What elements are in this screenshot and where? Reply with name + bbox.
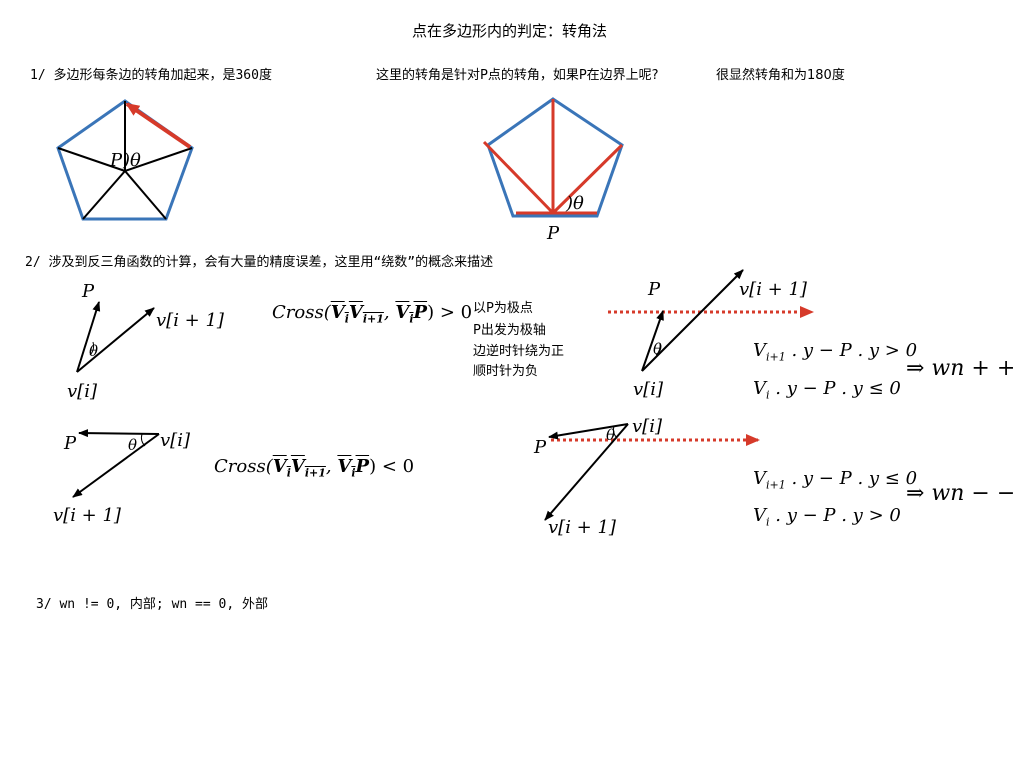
cond-up-2: Vi . y − P . y ≤ 0 <box>753 378 901 402</box>
note-pole: 以P为极点 <box>473 301 533 316</box>
result-decrement: ⇒ wn − − <box>906 481 1016 506</box>
boundary-answer: 很显然转角和为180度 <box>716 68 845 83</box>
note-ccw-positive: 边逆时针绕为正 <box>473 344 565 359</box>
section3-text: 3/ wn != 0, 内部; wn == 0, 外部 <box>36 597 269 612</box>
vector-diagram-cw <box>72 429 160 498</box>
cond-down-2: Vi . y − P . y > 0 <box>753 505 901 529</box>
label-theta-ccw: θ <box>89 342 99 360</box>
label-p-down: P <box>534 437 547 458</box>
note-cw-negative: 顺时针为负 <box>473 364 539 379</box>
label-p-interior: P <box>110 150 123 171</box>
radial-lines <box>57 101 193 220</box>
label-theta-interior: )θ <box>123 150 141 171</box>
label-theta-up: θ <box>653 340 663 358</box>
cond-up-1: Vi+1 . y − P . y > 0 <box>753 340 918 364</box>
cond-down-1: Vi+1 . y − P . y ≤ 0 <box>753 468 918 492</box>
label-vi1-down: v[i + 1] <box>548 517 616 538</box>
label-p-up: P <box>648 279 661 300</box>
label-theta-cw: θ <box>128 436 138 454</box>
upward-crossing-diagram <box>608 269 814 372</box>
polygon-outline-boundary <box>486 97 624 218</box>
edge-arrow <box>125 102 192 149</box>
boundary-question: 这里的转角是针对P点的转角，如果P在边界上呢? <box>376 68 659 83</box>
label-vi1-up: v[i + 1] <box>739 279 807 300</box>
radial-lines-boundary <box>482 99 624 215</box>
label-theta-boundary: )θ <box>566 193 584 214</box>
result-increment: ⇒ wn + + <box>906 356 1016 381</box>
label-p-cw: P <box>64 433 77 454</box>
label-p-boundary: P <box>547 223 560 244</box>
label-vi1-ccw: v[i + 1] <box>156 310 224 331</box>
label-vi1-cw: v[i + 1] <box>53 505 121 526</box>
cross-positive-formula: Cross(ViVi+1, ViP) > 0 <box>272 302 473 326</box>
label-vi-up: v[i] <box>633 379 663 400</box>
section2-heading: 2/ 涉及到反三角函数的计算，会有大量的精度误差，这里用“绕数”的概念来描述 <box>25 255 494 270</box>
vector-diagram-ccw <box>76 301 155 373</box>
label-vi-down: v[i] <box>632 416 662 437</box>
label-vi-ccw: v[i] <box>67 381 97 402</box>
note-polar-axis: P出发为极轴 <box>473 323 546 338</box>
section1-heading: 1/ 多边形每条边的转角加起来，是360度 <box>30 68 272 83</box>
downward-crossing-diagram <box>544 423 760 521</box>
label-theta-down: θ <box>606 426 616 444</box>
label-vi-cw: v[i] <box>160 430 190 451</box>
label-p-ccw: P <box>82 281 95 302</box>
cross-negative-formula: Cross(ViVi+1, ViP) < 0 <box>214 456 415 480</box>
page-title: 点在多边形内的判定：转角法 <box>412 22 608 40</box>
